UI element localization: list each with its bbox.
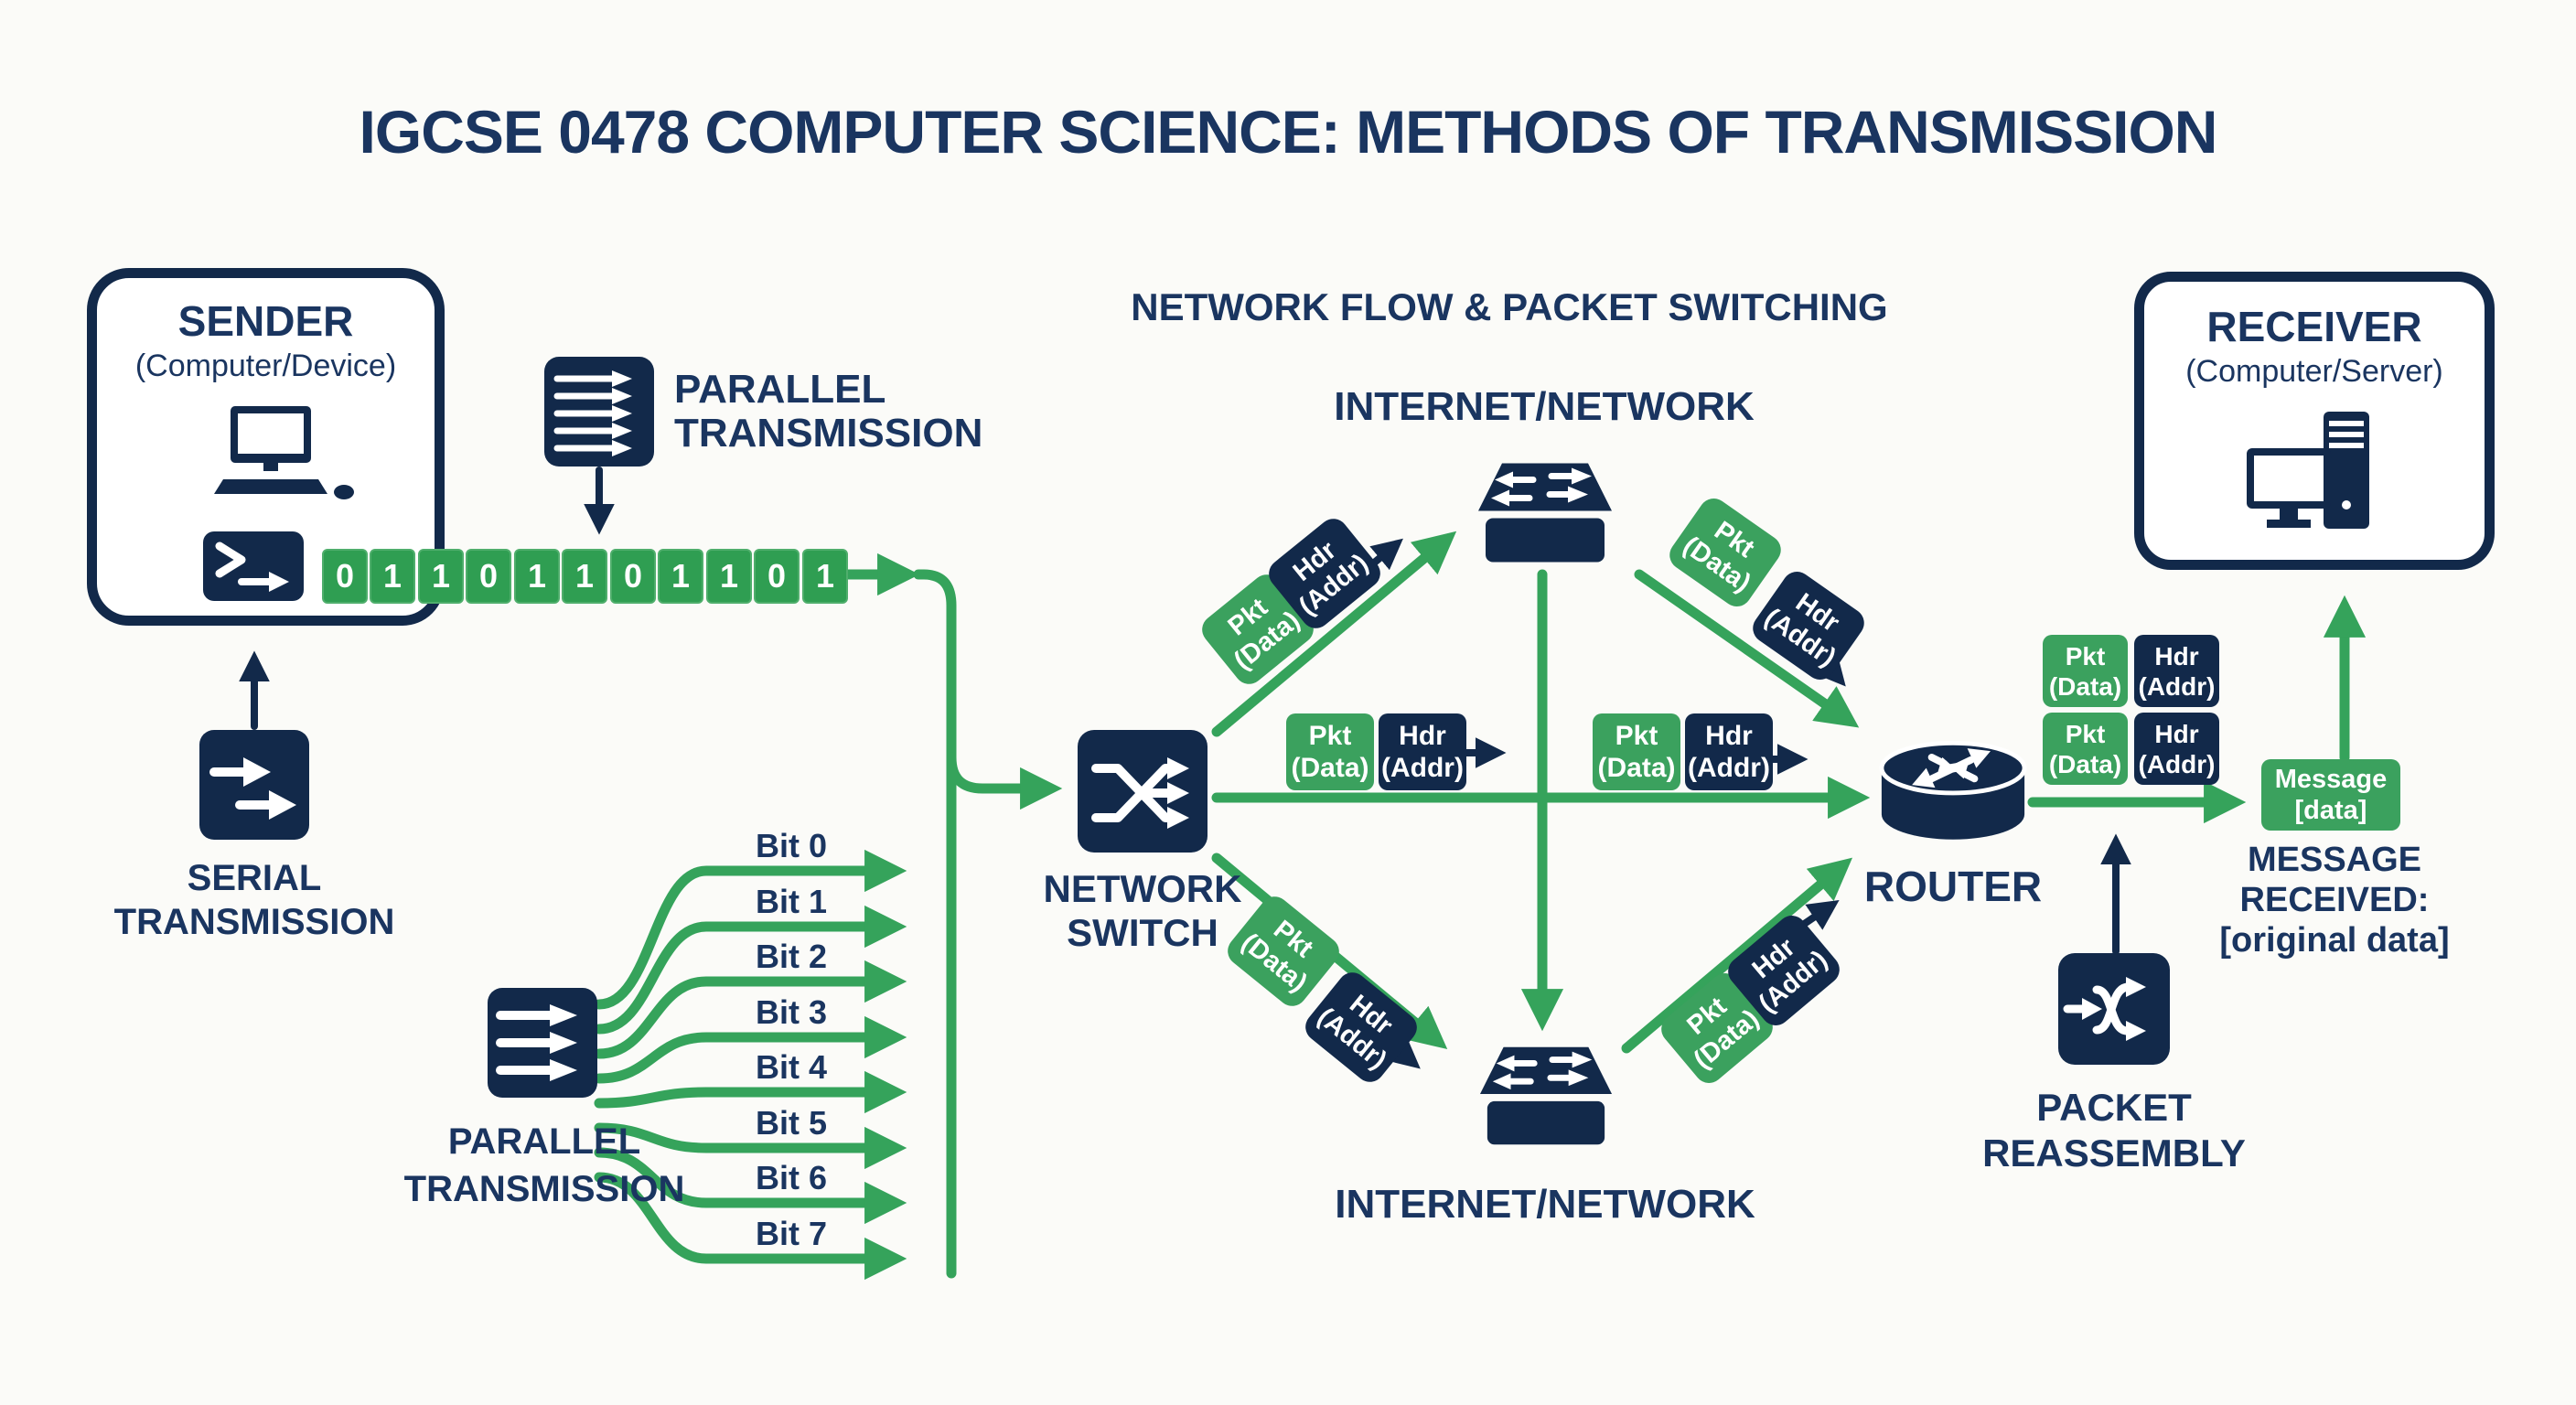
bit-cell: 0 bbox=[610, 549, 656, 604]
bit-cell: 1 bbox=[370, 549, 415, 604]
desktop-server-icon bbox=[2247, 412, 2369, 529]
bit-cell: 0 bbox=[466, 549, 511, 604]
packet-data-tag: Pkt(Data) bbox=[2043, 713, 2128, 785]
network-switch-label: NETWORK SWITCH bbox=[1043, 867, 1242, 954]
header-addr-tag: Hdr(Addr) bbox=[1379, 713, 1466, 790]
message-received-label: MESSAGE RECEIVED: [original data] bbox=[2219, 841, 2450, 960]
serial-corner-line bbox=[913, 569, 957, 1279]
bit-cell: 1 bbox=[802, 549, 848, 604]
header-addr-tag: Hdr(Addr) bbox=[2134, 635, 2219, 707]
bit-label: Bit 4 bbox=[755, 1048, 827, 1086]
packet-reassembly-icon bbox=[2058, 953, 2170, 1065]
receiver-subtitle: (Computer/Server) bbox=[2185, 354, 2443, 389]
bit5-line bbox=[594, 1122, 907, 1170]
packet-data-tag: Pkt(Data) bbox=[1593, 713, 1680, 790]
network-flow-heading: NETWORK FLOW & PACKET SWITCHING bbox=[1131, 285, 1888, 328]
serial-transmission-icon bbox=[199, 730, 309, 840]
bit-label: Bit 7 bbox=[755, 1215, 827, 1252]
bit3-line bbox=[594, 1015, 907, 1084]
serial-transmission-label: SERIAL TRANSMISSION bbox=[113, 858, 395, 942]
router-icon bbox=[1879, 740, 2027, 840]
router-label: ROUTER bbox=[1863, 863, 2043, 910]
receiver-title: RECEIVER bbox=[2206, 303, 2422, 350]
sender-title: SENDER bbox=[177, 297, 354, 345]
internet-bottom-to-router-line bbox=[1621, 857, 1853, 1054]
internet-bottom-icon bbox=[1479, 1046, 1613, 1145]
parallel-transmission-bottom-icon bbox=[488, 988, 597, 1098]
bit-label: Bit 2 bbox=[755, 938, 827, 975]
bit-label: Bit 3 bbox=[755, 993, 827, 1031]
internet-top-icon bbox=[1478, 463, 1612, 563]
parallel-transmission-top-label: PARALLEL TRANSMISSION bbox=[674, 367, 983, 456]
receiver-box: RECEIVER (Computer/Server) bbox=[2134, 272, 2495, 570]
message-data-box: Message[data] bbox=[2261, 759, 2400, 831]
switch-to-internet-top-line bbox=[1211, 531, 1457, 737]
bit-label: Bit 5 bbox=[755, 1104, 827, 1142]
bit4-line bbox=[594, 1070, 907, 1114]
parallel-transmission-top-icon bbox=[544, 357, 654, 467]
internet-bottom-label: INTERNET/NETWORK bbox=[1335, 1182, 1755, 1227]
network-switch-icon bbox=[1078, 730, 1208, 853]
bit0-line bbox=[594, 849, 907, 1010]
bit-cell: 1 bbox=[514, 549, 560, 604]
bit7-line bbox=[594, 1172, 907, 1281]
bit-cell: 1 bbox=[658, 549, 703, 604]
bit2-line bbox=[594, 960, 907, 1059]
page-title: IGCSE 0478 COMPUTER SCIENCE: METHODS OF … bbox=[359, 98, 2218, 166]
serial-port-terminal-icon bbox=[203, 531, 304, 601]
header-addr-tag: Hdr(Addr) bbox=[1685, 713, 1773, 790]
bit-label: Bit 6 bbox=[755, 1159, 827, 1196]
internet-top-label: INTERNET/NETWORK bbox=[1334, 384, 1755, 429]
bit-cell: 0 bbox=[322, 549, 368, 604]
packet-reassembly-label: PACKET REASSEMBLY bbox=[1982, 1086, 2246, 1174]
bit-cell: 1 bbox=[418, 549, 464, 604]
computer-icon bbox=[214, 406, 354, 499]
packet-data-tag: Pkt(Data) bbox=[2043, 635, 2128, 707]
bit-cell: 1 bbox=[562, 549, 607, 604]
bit-cell: 1 bbox=[706, 549, 752, 604]
packet-data-tag: Pkt(Data) bbox=[1286, 713, 1374, 790]
sender-box: SENDER (Computer/Device) bbox=[87, 268, 445, 626]
switch-in-line bbox=[946, 752, 1063, 810]
bit-label: Bit 0 bbox=[755, 827, 827, 864]
sender-subtitle: (Computer/Device) bbox=[134, 349, 397, 383]
bit-label: Bit 1 bbox=[755, 883, 827, 920]
bit-cell: 0 bbox=[754, 549, 800, 604]
bit6-line bbox=[594, 1147, 907, 1225]
internet-top-to-router-line bbox=[1634, 569, 1860, 728]
parallel-transmission-bottom-label: PARALLEL TRANSMISSION bbox=[403, 1121, 685, 1209]
bit1-line bbox=[594, 905, 907, 1035]
header-addr-tag: Hdr(Addr) bbox=[2134, 713, 2219, 785]
